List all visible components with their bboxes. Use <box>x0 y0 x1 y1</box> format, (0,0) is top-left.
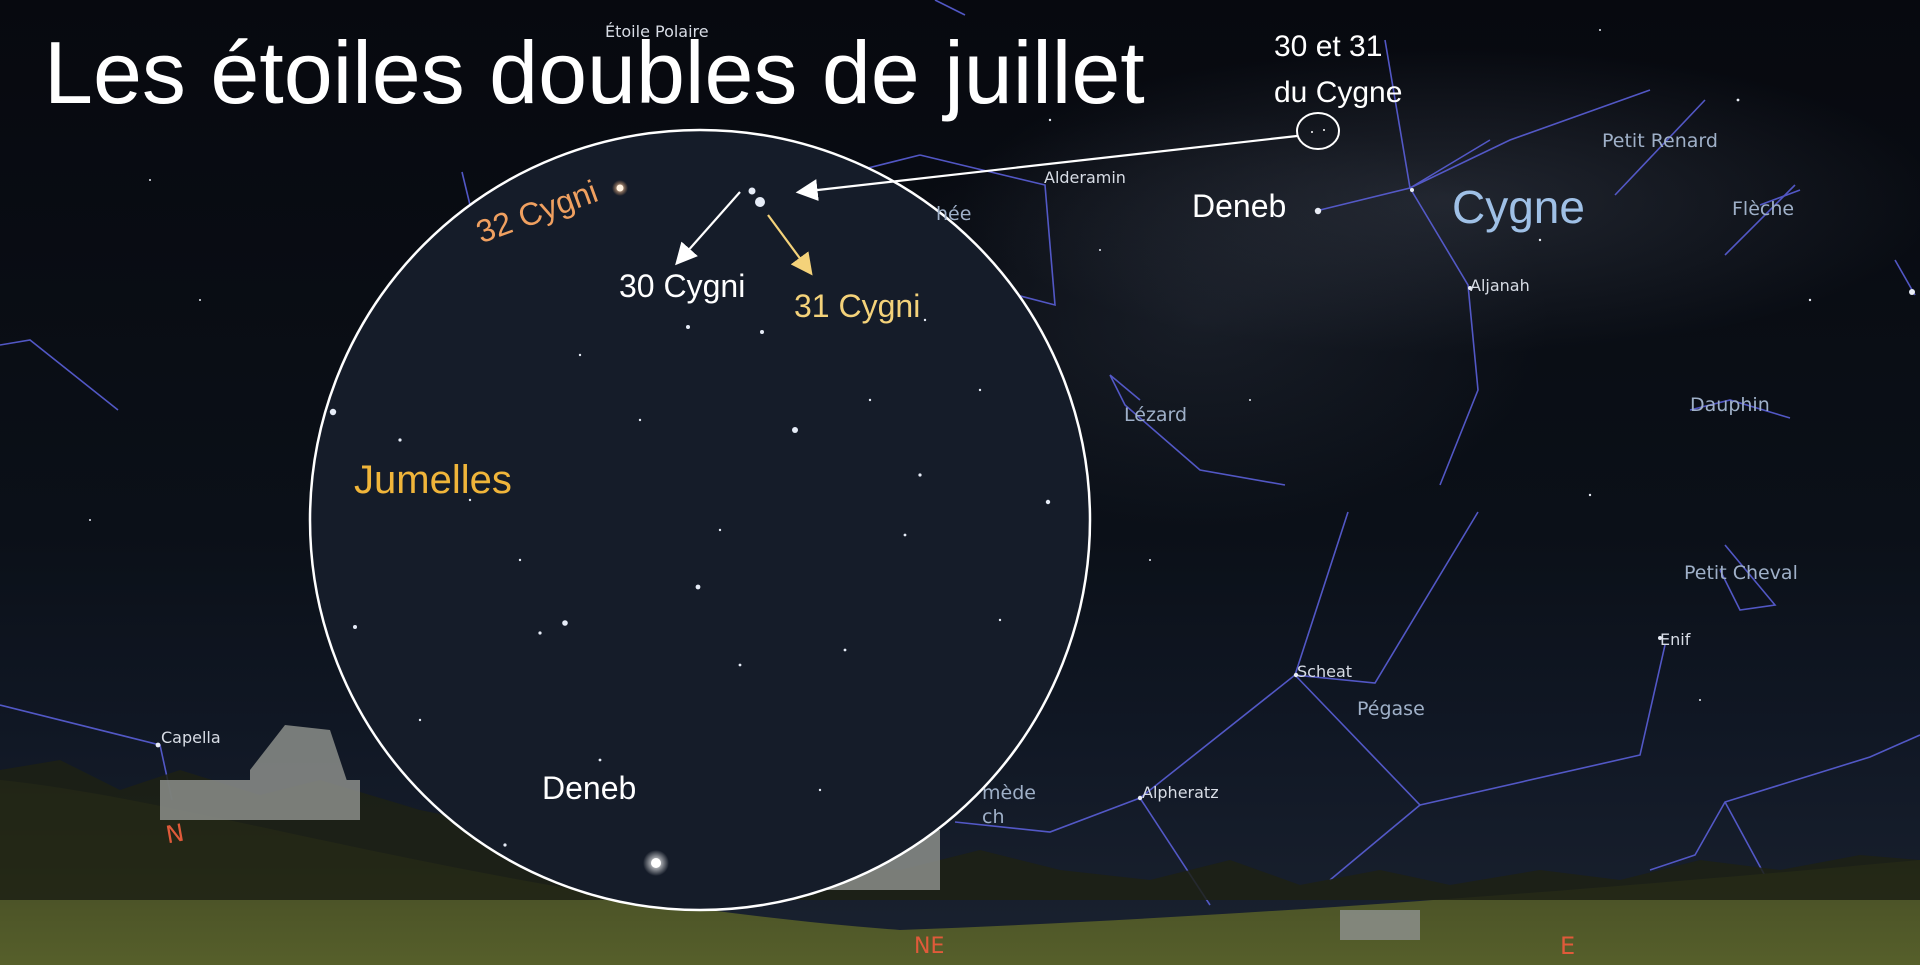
label-scheat: Scheat <box>1297 662 1353 681</box>
treeline <box>0 760 1920 900</box>
label-30-cygni: 30 Cygni <box>619 268 746 304</box>
label-alderamin: Alderamin <box>1044 168 1126 187</box>
label-enif: Enif <box>1660 630 1691 649</box>
label-petit-cheval: Petit Cheval <box>1684 562 1798 584</box>
label-dauphin: Dauphin <box>1690 394 1770 416</box>
callout-label: 30 et 31 du Cygne <box>1274 24 1402 116</box>
compass-northeast: NE <box>914 934 945 959</box>
callout-ellipse <box>1296 112 1340 150</box>
label-petit-renard: Petit Renard <box>1602 130 1718 152</box>
label-aljanah: Aljanah <box>1470 276 1530 295</box>
arrow-30-cygni <box>675 191 741 266</box>
label-jumelles: Jumelles <box>354 458 512 502</box>
arrow-31-cygni <box>767 214 813 276</box>
compass-east: E <box>1560 932 1576 960</box>
label-andromede-partial-2: ch <box>982 806 1005 828</box>
label-fleche: Flèche <box>1732 198 1795 220</box>
callout-pointer <box>795 134 1298 201</box>
page-title: Les étoiles doubles de juillet <box>44 23 1145 122</box>
label-pegase: Pégase <box>1357 698 1425 720</box>
view-stars <box>329 180 1051 876</box>
background-stars <box>89 29 1915 801</box>
label-alpheratz: Alpheratz <box>1142 783 1219 802</box>
label-31-cygni: 31 Cygni <box>794 288 921 324</box>
label-capella: Capella <box>161 728 221 747</box>
label-lezard: Lézard <box>1124 404 1188 426</box>
ground <box>0 780 1920 965</box>
binocular-view <box>308 128 1092 912</box>
label-andromede-partial: mède <box>982 782 1036 804</box>
label-deneb-outside: Deneb <box>1192 188 1287 224</box>
label-deneb-inside: Deneb <box>542 770 637 806</box>
callout-line2: du Cygne <box>1274 76 1403 109</box>
label-cygne: Cygne <box>1452 181 1585 233</box>
label-cephee-partial: hée <box>936 203 972 225</box>
callout-line1: 30 et 31 <box>1274 30 1383 63</box>
label-etoile-polaire: Étoile Polaire <box>605 22 709 41</box>
